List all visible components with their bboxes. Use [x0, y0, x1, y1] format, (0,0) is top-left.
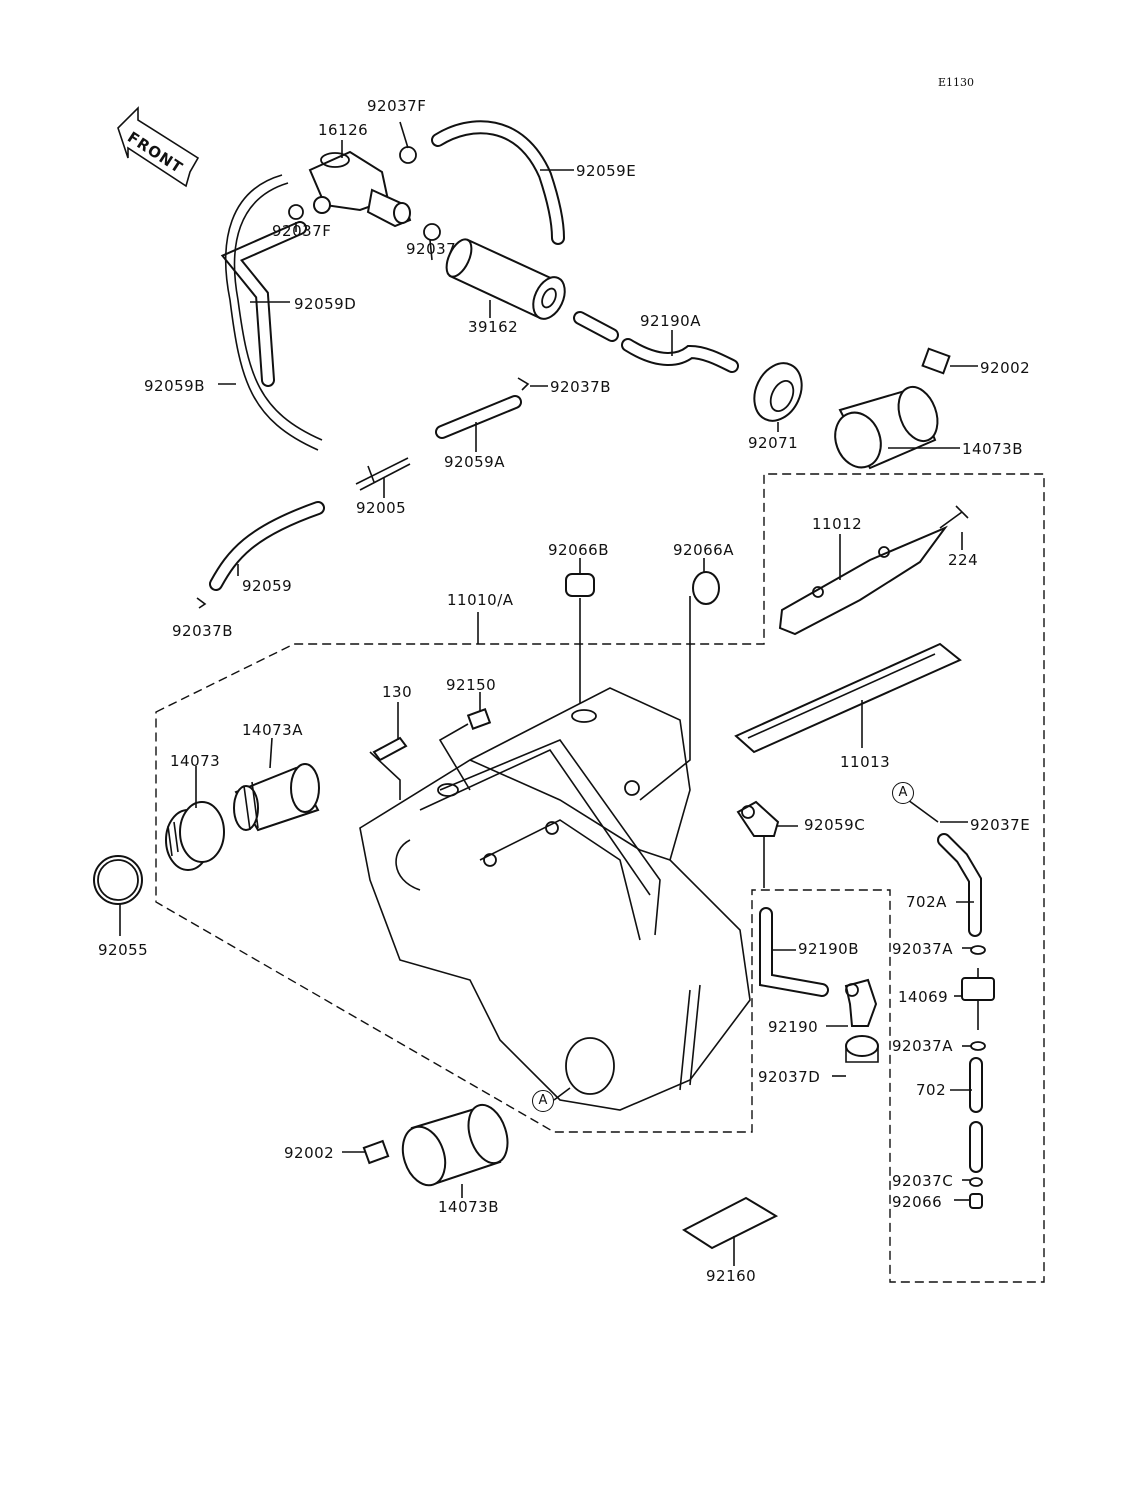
- bolt-92002-top: [921, 347, 951, 375]
- part-label-92037F-top: 92037F: [367, 97, 427, 115]
- part-label-92002-top: 92002: [980, 359, 1031, 377]
- page-code: E1130: [938, 76, 975, 89]
- part-label-92037A-1: 92037A: [892, 940, 953, 958]
- part-label-11013: 11013: [840, 753, 891, 771]
- clamp-92037C: [969, 1177, 983, 1187]
- part-label-92150: 92150: [446, 676, 497, 694]
- pipe-92059A: [435, 395, 522, 439]
- frame-main: [155, 473, 1045, 1283]
- part-label-92037B-mid: 92037B: [550, 378, 612, 396]
- part-label-39162: 39162: [468, 318, 519, 336]
- part-label-702: 702: [916, 1081, 947, 1099]
- hose-92059: [209, 501, 325, 591]
- hose-702A: [937, 833, 982, 937]
- part-label-92190A: 92190A: [640, 312, 701, 330]
- hose-short: [573, 311, 619, 342]
- part-label-92059B: 92059B: [144, 377, 206, 395]
- clip-92037B-low: [196, 597, 207, 609]
- part-label-224: 224: [948, 551, 979, 569]
- part-label-92066B: 92066B: [548, 541, 610, 559]
- part-label-92002-low: 92002: [284, 1144, 335, 1162]
- hose-92059D: [220, 221, 307, 387]
- sheet-92160: [682, 1196, 779, 1250]
- bolt-130: [372, 736, 408, 762]
- cylinder-39162: [445, 238, 566, 320]
- part-label-14073B-low: 14073B: [438, 1198, 500, 1216]
- part-label-92037A-2: 92037A: [892, 1037, 953, 1055]
- filter-14069: [961, 968, 995, 1030]
- airbox-11010A: [359, 687, 751, 1111]
- plug-92066B: [565, 573, 595, 597]
- elbow-92059C: [736, 800, 780, 837]
- cap-14073B-top: [834, 385, 939, 470]
- part-label-92059E: 92059E: [576, 162, 637, 180]
- bracket-11012: [778, 525, 948, 636]
- part-label-92055: 92055: [98, 941, 149, 959]
- cap-92066: [969, 1193, 983, 1209]
- clamp-92037A-1: [970, 945, 986, 955]
- part-label-92005: 92005: [356, 499, 407, 517]
- leader-lines: [119, 121, 978, 1266]
- cap-14073B-low: [401, 1103, 509, 1187]
- clamp-92037A-2: [970, 1041, 986, 1051]
- part-label-92037F-left: 92037F: [272, 222, 332, 240]
- part-label-14073B-top: 14073B: [962, 440, 1024, 458]
- part-label-92071: 92071: [748, 434, 799, 452]
- section-marker-a-right: A: [892, 782, 914, 804]
- pin-92005: [355, 457, 411, 491]
- part-label-92190B: 92190B: [798, 940, 860, 958]
- part-label-14073: 14073: [170, 752, 221, 770]
- part-label-702A: 702A: [906, 893, 947, 911]
- part-label-16126: 16126: [318, 121, 369, 139]
- front-arrow-icon: [117, 106, 200, 188]
- boot-14073: [165, 801, 225, 871]
- clamp-92037D: [845, 1035, 879, 1063]
- part-label-92059D: 92059D: [294, 295, 357, 313]
- part-label-11010A: 11010/A: [447, 591, 514, 609]
- part-label-92059C: 92059C: [804, 816, 866, 834]
- part-label-92059: 92059: [242, 577, 293, 595]
- clamp-92037F-left: [288, 204, 304, 220]
- hose-92059E: [431, 120, 565, 245]
- part-label-130: 130: [382, 683, 413, 701]
- part-label-14073A: 14073A: [242, 721, 303, 739]
- elbow-92190: [844, 978, 878, 1027]
- filter-11013: [734, 642, 962, 754]
- part-label-92066: 92066: [892, 1193, 943, 1211]
- part-label-92037C: 92037C: [892, 1172, 954, 1190]
- part-label-92037B-low: 92037B: [172, 622, 234, 640]
- hose-92059B: [224, 174, 323, 451]
- part-label-92037D: 92037D: [758, 1068, 821, 1086]
- boot-14073A: [233, 763, 320, 832]
- part-label-92037: 92037: [406, 240, 457, 258]
- part-label-92160: 92160: [706, 1267, 757, 1285]
- clip-92037B-mid: [517, 377, 530, 391]
- grommet-92071: [753, 362, 803, 422]
- hose-92190B: [759, 907, 829, 997]
- part-label-92037E: 92037E: [970, 816, 1031, 834]
- clamp-92037: [423, 223, 441, 241]
- clamp-92037F-top: [399, 146, 417, 164]
- valve-16126: [308, 150, 412, 228]
- part-label-92059A: 92059A: [444, 453, 505, 471]
- part-label-14069: 14069: [898, 988, 949, 1006]
- ring-92055: [93, 855, 143, 905]
- part-label-92190: 92190: [768, 1018, 819, 1036]
- screw-224: [939, 505, 969, 529]
- plug-92066A: [692, 571, 720, 605]
- bolt-92150: [466, 708, 492, 730]
- bolt-92002-low: [362, 1139, 390, 1165]
- hose-92190A: [621, 338, 739, 373]
- part-label-11012: 11012: [812, 515, 863, 533]
- part-label-92066A: 92066A: [673, 541, 734, 559]
- section-marker-a-left: A: [532, 1090, 554, 1112]
